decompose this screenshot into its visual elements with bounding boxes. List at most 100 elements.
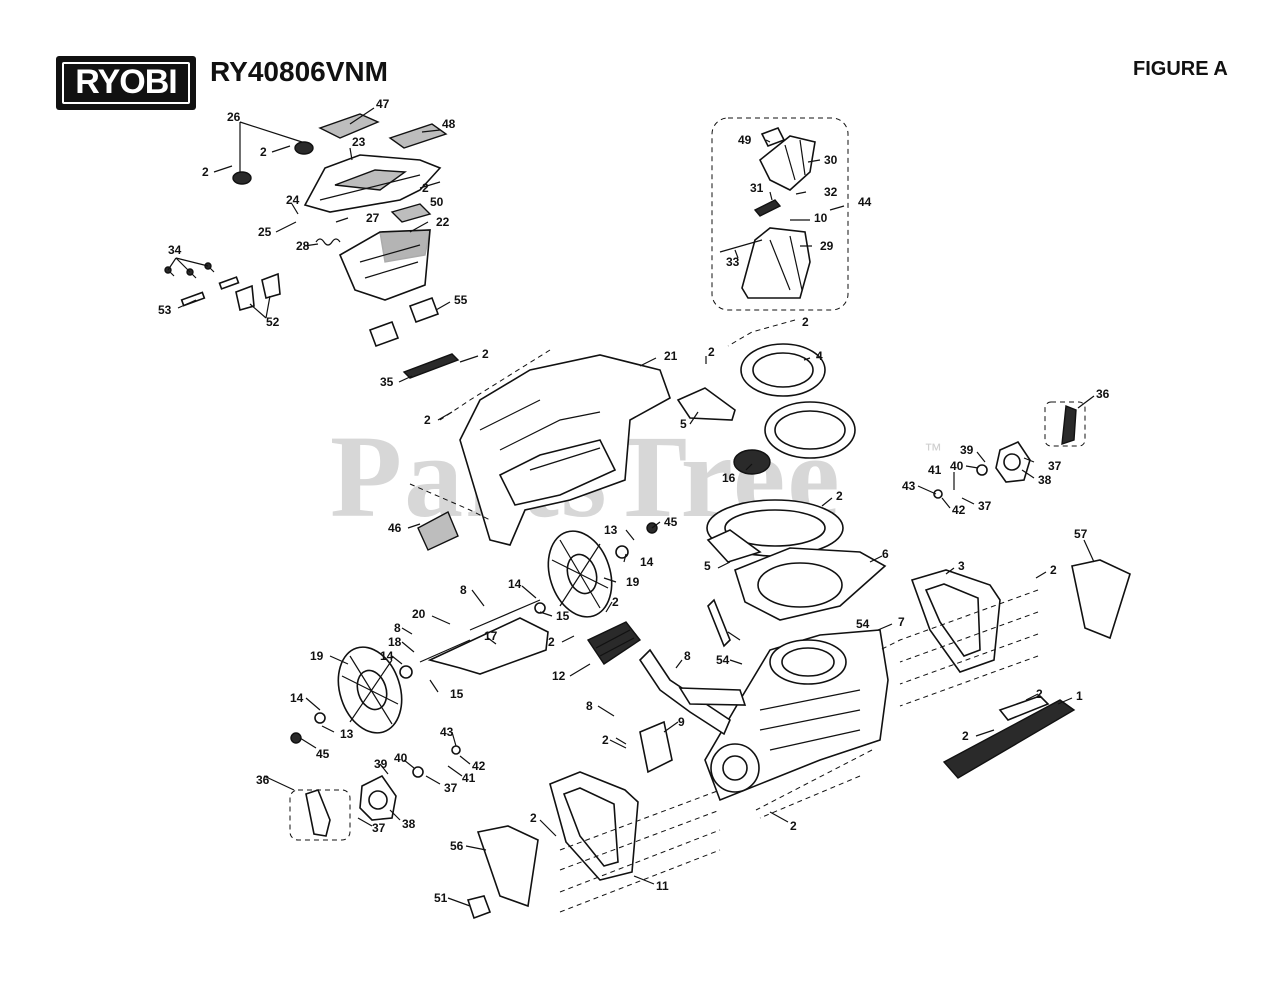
callout-31: 31 bbox=[750, 181, 764, 195]
callout-24: 24 bbox=[286, 193, 300, 207]
bracket-9 bbox=[639, 720, 673, 774]
callout-45: 45 bbox=[664, 515, 678, 529]
callout-2: 2 bbox=[962, 729, 969, 743]
callout-34: 34 bbox=[168, 243, 182, 257]
callout-23: 23 bbox=[352, 135, 366, 149]
callout-4: 4 bbox=[816, 349, 823, 363]
callout-14: 14 bbox=[290, 691, 304, 705]
logo-border bbox=[62, 62, 190, 104]
callout-15: 15 bbox=[450, 687, 464, 701]
callout-20: 20 bbox=[412, 607, 426, 621]
callout-2: 2 bbox=[548, 635, 555, 649]
model-number: RY40806VNM bbox=[210, 56, 388, 87]
pins-53 bbox=[180, 276, 240, 307]
gear-ring-16 bbox=[733, 401, 856, 475]
callout-37: 37 bbox=[372, 821, 386, 835]
chute-base-5-bottom bbox=[706, 499, 844, 563]
callout-3: 3 bbox=[958, 559, 965, 573]
callout-40: 40 bbox=[394, 751, 408, 765]
callout-5: 5 bbox=[704, 559, 711, 573]
callout-2: 2 bbox=[836, 489, 843, 503]
knob-26-left bbox=[232, 171, 252, 185]
plate-6 bbox=[734, 547, 887, 621]
handle-36-left bbox=[289, 789, 351, 841]
callout-18: 18 bbox=[388, 635, 402, 649]
callout-36: 36 bbox=[256, 773, 270, 787]
callout-41: 41 bbox=[462, 771, 476, 785]
callout-2: 2 bbox=[790, 819, 797, 833]
callout-8: 8 bbox=[684, 649, 691, 663]
callout-44: 44 bbox=[858, 195, 872, 209]
callout-10: 10 bbox=[814, 211, 828, 225]
rod-33 bbox=[719, 239, 763, 253]
screw-strip-35 bbox=[402, 353, 460, 379]
chute-base-5-top bbox=[676, 387, 736, 421]
callout-37: 37 bbox=[444, 781, 458, 795]
chute-deflector-30 bbox=[758, 135, 816, 191]
axle-frame-20 bbox=[419, 599, 549, 675]
callout-28: 28 bbox=[296, 239, 310, 253]
callout-22: 22 bbox=[436, 215, 450, 229]
callout-2: 2 bbox=[482, 347, 489, 361]
callout-27: 27 bbox=[366, 211, 380, 225]
hopper-lid-23 bbox=[303, 154, 442, 213]
chute-ring-4 bbox=[740, 343, 826, 397]
auger-housing-7 bbox=[704, 629, 889, 802]
callout-52: 52 bbox=[266, 315, 280, 329]
callout-49: 49 bbox=[738, 133, 752, 147]
figure-label: FIGURE A bbox=[1133, 58, 1228, 80]
callout-37: 37 bbox=[1048, 459, 1062, 473]
screws-34 bbox=[164, 262, 215, 279]
callout-2: 2 bbox=[602, 733, 609, 747]
callout-13: 13 bbox=[340, 727, 354, 741]
callout-43: 43 bbox=[440, 725, 454, 739]
callout-9: 9 bbox=[678, 715, 685, 729]
callout-8: 8 bbox=[586, 699, 593, 713]
knob-38-left bbox=[359, 774, 397, 821]
side-panel-3 bbox=[910, 569, 1001, 673]
callout-2: 2 bbox=[1050, 563, 1057, 577]
callout-41: 41 bbox=[928, 463, 942, 477]
callout-55: 55 bbox=[454, 293, 468, 307]
callout-26: 26 bbox=[227, 110, 241, 124]
knob-38-right bbox=[995, 440, 1031, 483]
ryobi-logo: RYOBI bbox=[56, 56, 196, 110]
wheel-19-lower bbox=[337, 646, 403, 734]
callout-33: 33 bbox=[726, 255, 740, 269]
callout-42: 42 bbox=[952, 503, 966, 517]
brackets-52 bbox=[235, 272, 281, 312]
washer-42-right bbox=[933, 489, 943, 499]
callout-29: 29 bbox=[820, 239, 834, 253]
callout-50: 50 bbox=[430, 195, 444, 209]
callout-38: 38 bbox=[1038, 473, 1052, 487]
callout-35: 35 bbox=[380, 375, 394, 389]
callout-2: 2 bbox=[530, 811, 537, 825]
side-panel-11 bbox=[549, 771, 639, 881]
callout-19: 19 bbox=[626, 575, 640, 589]
chute-assembly-box-44 bbox=[711, 117, 849, 311]
callout-16: 16 bbox=[722, 471, 736, 485]
callout-36: 36 bbox=[1096, 387, 1110, 401]
spring-28 bbox=[315, 238, 341, 246]
callout-32: 32 bbox=[824, 185, 838, 199]
callout-11: 11 bbox=[656, 879, 669, 893]
callout-2: 2 bbox=[612, 595, 619, 609]
callout-42: 42 bbox=[472, 759, 486, 773]
callout-6: 6 bbox=[882, 547, 889, 561]
pads-55 bbox=[368, 296, 440, 348]
callout-19: 19 bbox=[310, 649, 324, 663]
callout-46: 46 bbox=[388, 521, 402, 535]
watermark-trademark: ™ bbox=[924, 440, 942, 460]
callout-2: 2 bbox=[422, 181, 429, 195]
leader-lines bbox=[167, 107, 1095, 907]
knob-26-right bbox=[294, 141, 314, 155]
label-48 bbox=[388, 123, 448, 149]
label-46 bbox=[417, 511, 459, 551]
wheel-19-upper bbox=[547, 530, 613, 618]
scraper-bar-1 bbox=[942, 695, 1076, 779]
label-49 bbox=[760, 126, 786, 148]
callout-labels: 47 48 26 2 2 23 2 24 25 27 50 22 28 34 5… bbox=[158, 97, 1110, 905]
callout-45: 45 bbox=[316, 747, 330, 761]
